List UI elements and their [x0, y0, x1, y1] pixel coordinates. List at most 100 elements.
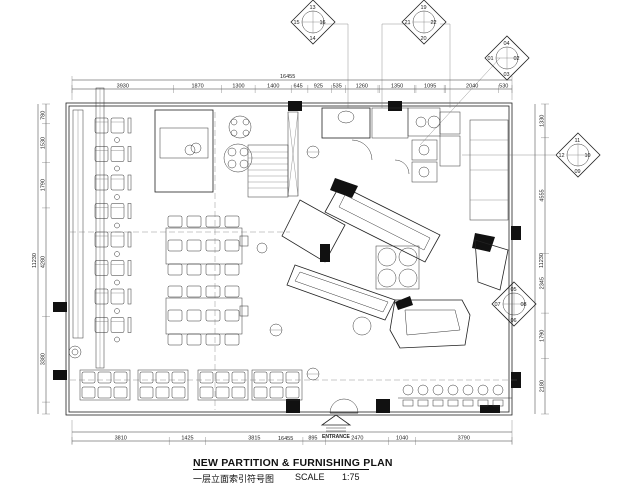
round-table-cluster	[352, 245, 420, 336]
dining-chair	[186, 215, 202, 228]
window-booth-seating	[79, 369, 303, 401]
lounge-round-tables	[68, 115, 253, 359]
right_segments-dim-1: 4555	[540, 189, 546, 201]
scale-value: 1:75	[342, 472, 360, 482]
booth-chair	[110, 231, 125, 248]
dining-chair	[167, 239, 183, 252]
callout-right-label: 10	[585, 153, 591, 159]
entrance-marker: ENTRANCE	[320, 414, 352, 440]
dining-chair	[186, 285, 202, 298]
right_segments-dim-2: 2345	[540, 277, 546, 289]
callout-left-label: 15	[294, 20, 300, 26]
top-total-dim: 16455	[280, 74, 295, 80]
entrance-doors	[329, 398, 359, 414]
top_segments-dim-0: 3930	[117, 84, 129, 90]
booth-chair	[94, 117, 109, 134]
top_segments-dim-3: 1400	[267, 84, 279, 90]
bar-stool	[492, 384, 504, 396]
dining-chair	[224, 309, 240, 322]
booth-chair	[110, 174, 125, 191]
dining-chair	[205, 263, 221, 276]
callout-bottom-label: 20	[421, 36, 427, 42]
scale-label: SCALE	[295, 472, 325, 482]
left_segments-dim-1: 1530	[41, 137, 47, 149]
left-total-dim: 11230	[32, 253, 38, 268]
booth-chair	[110, 117, 125, 134]
callout-bottom-label: 09	[575, 169, 581, 175]
dining-chair	[224, 285, 240, 298]
top_segments-dim-6: 535	[333, 84, 342, 90]
dining-chair	[224, 333, 240, 346]
callout-top-label: 13	[310, 5, 316, 11]
booth-chair	[94, 203, 109, 219]
dashed-guide-lines	[70, 112, 520, 410]
bar-stool	[462, 384, 474, 396]
elevation-markers	[190, 115, 441, 381]
dining-chair	[205, 309, 221, 322]
window-booth	[137, 369, 189, 401]
marker-f	[256, 242, 268, 254]
bar-stool	[417, 384, 429, 396]
bottom_segments-dim-1: 1425	[181, 436, 193, 442]
window-booth	[197, 369, 249, 401]
dining-chair	[186, 333, 202, 346]
callout-right-label: 02	[514, 56, 520, 62]
callout-left-label: 21	[405, 20, 411, 26]
bar-stool	[432, 384, 444, 396]
restroom-block	[321, 107, 509, 221]
booth-chair	[94, 174, 109, 191]
bottom_segments-dim-5: 1040	[396, 436, 408, 442]
bottom_segments-dim-4: 2470	[351, 436, 363, 442]
bottom_segments-dim-6: 3790	[458, 436, 470, 442]
dining-chair	[205, 215, 221, 228]
callout-bottom-label: 03	[504, 72, 510, 78]
callout-left-label: 07	[495, 302, 501, 308]
top_segments-dim-1: 1870	[191, 84, 203, 90]
dining-chair	[205, 333, 221, 346]
bar-stool	[402, 384, 414, 396]
callout-right-label: 08	[521, 302, 527, 308]
dining-table	[165, 227, 243, 265]
right_segments-dim-3: 1790	[540, 330, 546, 342]
right_segments-dim-4: 2180	[540, 380, 546, 392]
callout-top-label: 11	[575, 138, 581, 144]
window-booth	[251, 369, 303, 401]
marker-e	[427, 115, 441, 129]
booth-chair	[110, 146, 125, 162]
dining-chair	[186, 239, 202, 252]
top_segments-dim-9: 1350	[391, 84, 403, 90]
entrance-label: ENTRANCE	[322, 434, 350, 440]
dining-chair	[224, 263, 240, 276]
booth-chair	[94, 146, 109, 162]
booth-chair	[94, 317, 109, 333]
left-booth-seating	[94, 117, 132, 343]
left-bench-wall	[72, 87, 105, 369]
dining-chair	[167, 333, 183, 346]
top_segments-dim-11: 1095	[424, 84, 436, 90]
booth-chair	[110, 203, 125, 219]
booth-chair	[110, 317, 125, 333]
dining-chair	[224, 215, 240, 228]
dining-chair	[186, 263, 202, 276]
top_segments-dim-13: 2040	[466, 84, 478, 90]
marker-b	[190, 142, 202, 154]
marker-c	[269, 323, 283, 337]
bar-counter	[389, 296, 471, 349]
top_segments-dim-4: 645	[294, 84, 303, 90]
callout-right-label: 16	[320, 20, 326, 26]
left_segments-dim-3: 4280	[41, 256, 47, 268]
bottom_segments-dim-0: 3810	[115, 436, 127, 442]
booth-chair	[94, 260, 109, 276]
callout-leaders	[320, 23, 555, 156]
right-total-dim: 11230	[539, 253, 545, 268]
callout-left-label: 01	[488, 56, 494, 62]
marker-d	[306, 367, 320, 381]
dining-chair	[205, 239, 221, 252]
